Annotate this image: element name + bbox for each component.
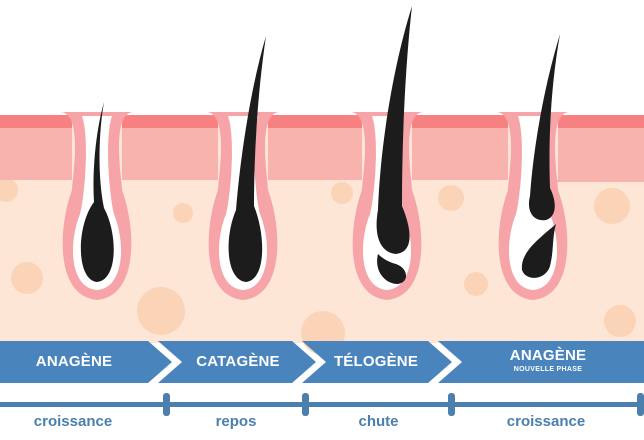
phase-label-telogen: TÉLOGÈNE (333, 353, 419, 370)
bubble (604, 305, 636, 337)
bubble (331, 182, 353, 204)
phase-label-anagen: ANAGÈNE (35, 353, 113, 370)
phase-arrow-3 (302, 341, 452, 383)
hair-shaft (228, 36, 266, 282)
hair-bulb (377, 254, 407, 284)
stage-label-growth: croissance (33, 413, 113, 430)
timeline-tick (163, 393, 170, 416)
phase-label-catagen: CATAGÈNE (196, 353, 280, 370)
phase-arrow-1 (0, 341, 172, 383)
timeline-tick (448, 393, 455, 416)
stage-label-growth-new: croissance (506, 413, 586, 430)
new-hair (521, 224, 556, 278)
follicle-3 (350, 6, 424, 300)
bubble (594, 188, 630, 224)
bubble (438, 185, 464, 211)
bubble (464, 272, 488, 296)
epidermis-top-line (0, 115, 644, 128)
hair-shaft (376, 6, 412, 254)
phase-label-anagen-new: ANAGÈNE (509, 347, 587, 364)
phase-arrow-4 (438, 341, 644, 383)
follicle-2 (206, 36, 280, 300)
bubble (11, 262, 43, 294)
timeline-tick (302, 393, 309, 416)
epidermis-layer (0, 115, 644, 182)
bubble (137, 287, 185, 335)
phase-sublabel-new-phase: NOUVELLE PHASE (513, 366, 583, 373)
timeline-tick (637, 393, 644, 416)
follicle-4 (496, 34, 570, 300)
phase-arrow-bar (0, 341, 644, 383)
bubble (0, 178, 18, 202)
hair-shaft (80, 102, 114, 282)
bubble (173, 203, 193, 223)
timeline (0, 393, 644, 416)
stage-label-fall: chute (358, 413, 399, 430)
stage-label-rest: repos (215, 413, 257, 430)
phase-arrow-2 (158, 341, 316, 383)
timeline-line (0, 402, 644, 407)
hair-shaft (528, 34, 560, 221)
follicle-1 (60, 102, 134, 300)
